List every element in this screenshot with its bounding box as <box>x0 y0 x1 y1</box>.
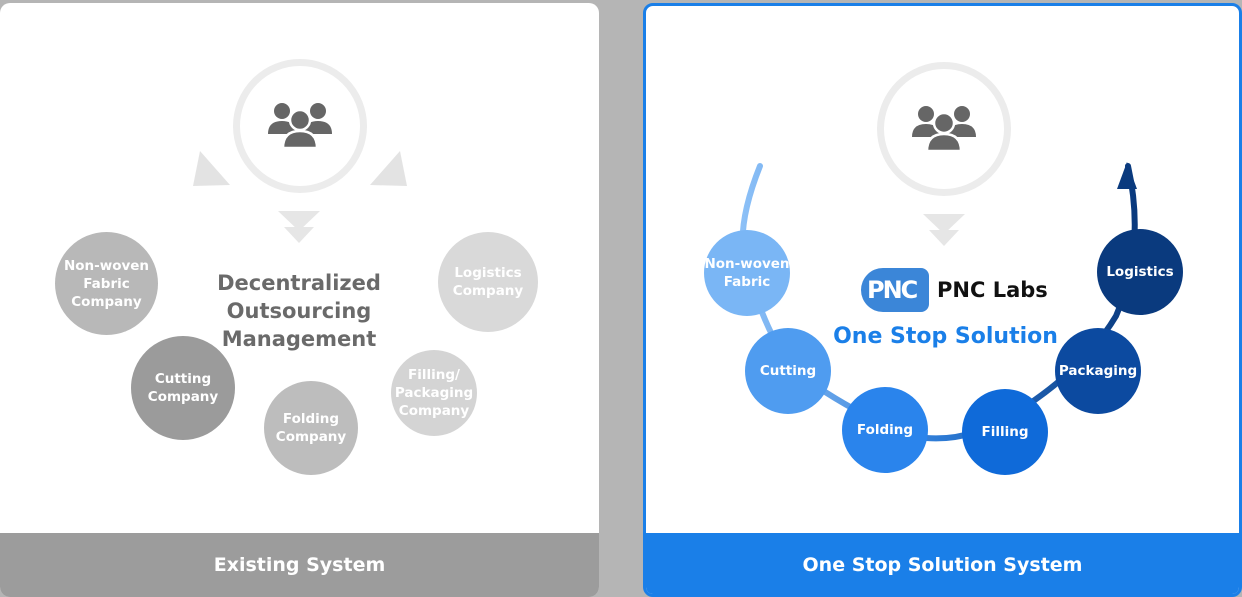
step-nonwoven-fabric: Non-woven Fabric <box>704 230 790 316</box>
existing-decoration <box>193 151 407 243</box>
people-group-icon <box>912 106 976 153</box>
folding-company-bubble: Folding Company <box>264 381 358 475</box>
chevron-down-icon <box>923 214 965 234</box>
brand-name: PNC Labs <box>937 278 1048 302</box>
pnc-logo: PNC <box>861 268 929 312</box>
center-title: Decentralized Outsourcing Management <box>217 271 381 351</box>
tagline: One Stop Solution <box>833 324 1058 349</box>
left-pointer-icon <box>193 151 230 186</box>
right-pointer-icon <box>370 151 407 186</box>
arrow-head-icon <box>1117 162 1137 189</box>
onestop-system-panel: PNC PNC Labs One Stop Solution Non-woven… <box>643 3 1242 597</box>
brand: PNC PNC Labs <box>861 268 1048 312</box>
step-folding: Folding <box>842 387 928 473</box>
step-cutting: Cutting <box>745 328 831 414</box>
onestop-footer: One Stop Solution System <box>646 533 1239 594</box>
logistics-company-bubble: Logistics Company <box>438 232 538 332</box>
existing-system-panel: Decentralized Outsourcing Management Non… <box>0 3 599 597</box>
chevron-down-icon <box>284 227 314 243</box>
chevron-down-icon <box>278 211 320 231</box>
cutting-company-bubble: Cutting Company <box>131 336 235 440</box>
filling-packaging-company-bubble: Filling/ Packaging Company <box>391 350 477 436</box>
step-logistics: Logistics <box>1097 229 1183 315</box>
existing-footer: Existing System <box>0 533 599 597</box>
people-group-icon <box>268 103 332 150</box>
hub-circle <box>233 59 367 193</box>
step-filling: Filling <box>962 389 1048 475</box>
chevron-down-icon <box>929 230 959 246</box>
nonwoven-company-bubble: Non-woven Fabric Company <box>55 232 158 335</box>
hub-circle <box>877 62 1011 196</box>
step-packaging: Packaging <box>1055 328 1141 414</box>
